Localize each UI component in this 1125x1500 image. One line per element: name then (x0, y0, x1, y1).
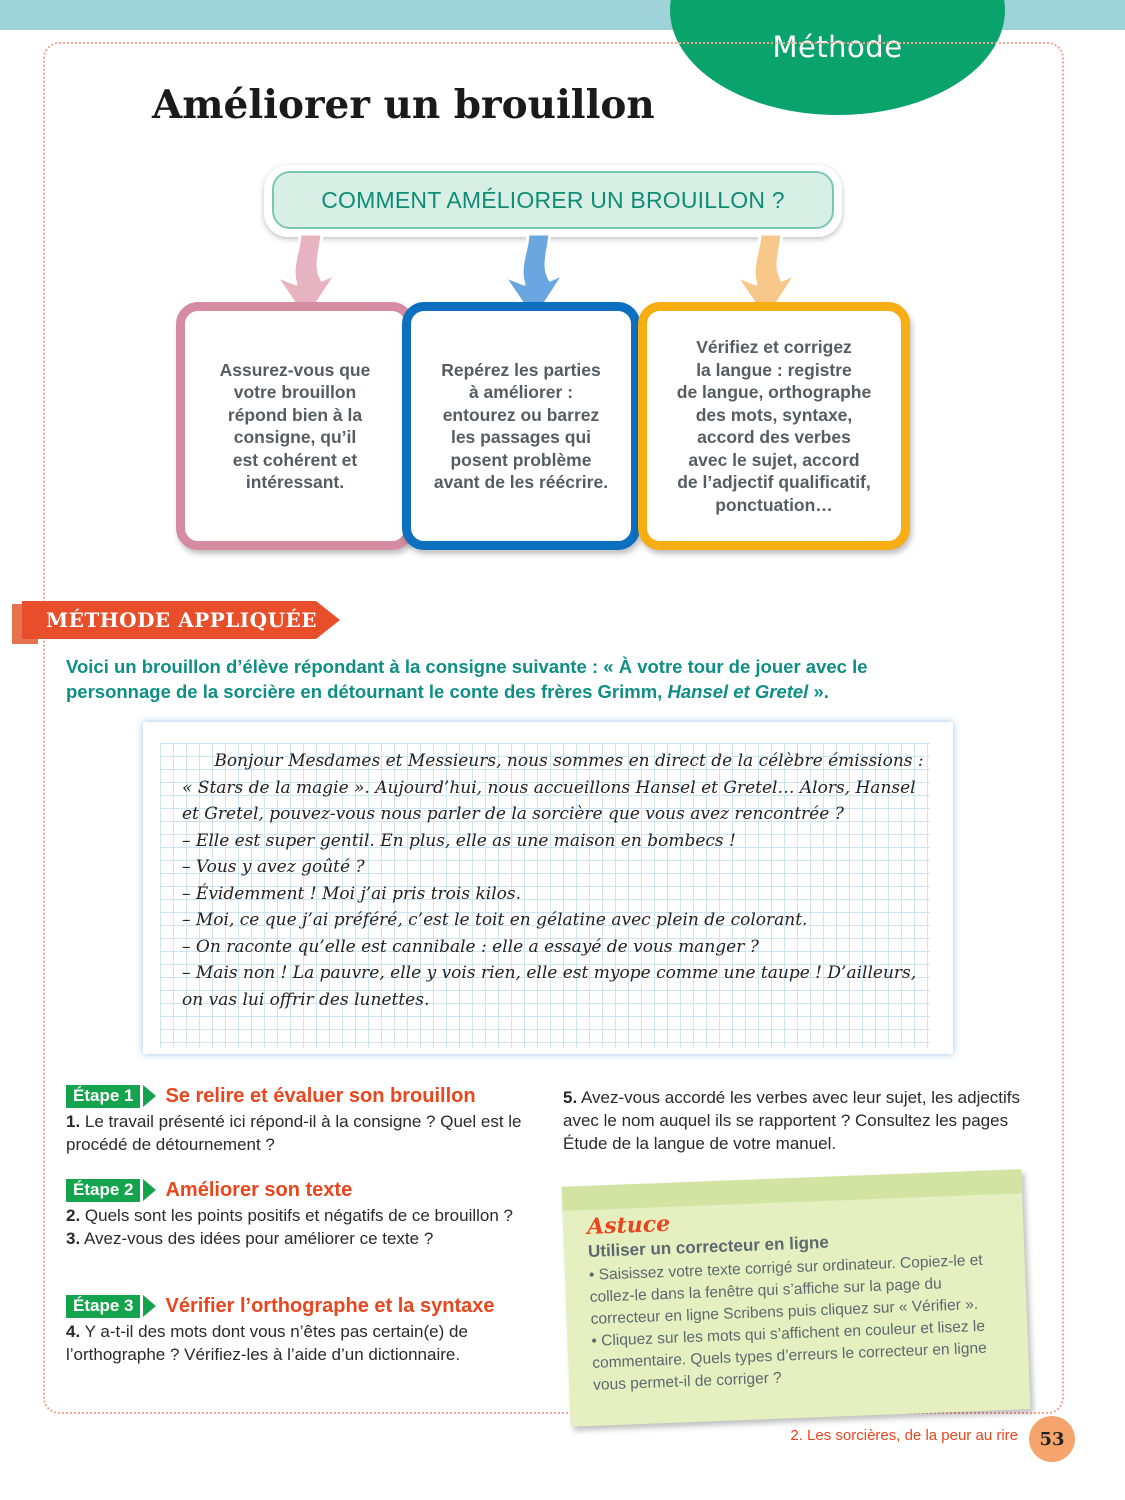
step-3-title: Vérifier l’orthographe et la syntaxe (165, 1294, 495, 1317)
instructions-intro: Voici un brouillon d’élève répondant à l… (66, 654, 916, 704)
step-1: Étape 1 Se relire et évaluer son brouill… (66, 1084, 546, 1156)
page-number: 53 (1029, 1416, 1075, 1462)
intro-end: ». (808, 681, 829, 702)
student-draft: Bonjour Mesdames et Messieurs, nous somm… (182, 748, 924, 1013)
question-3: 3. Avez-vous des idées pour améliorer ce… (66, 1229, 434, 1248)
tip-note: Astuce Utiliser un correcteur en ligne •… (561, 1169, 1031, 1427)
question-text: COMMENT AMÉLIORER UN BROUILLON ? (272, 171, 834, 229)
card-relevance-text: Assurez-vous que votre brouillon répond … (219, 359, 371, 493)
draft-line: – Évidemment ! Moi j’ai pris trois kilos… (182, 883, 522, 904)
grid-paper (160, 743, 930, 1048)
step-arrow-icon (143, 1085, 157, 1107)
card-identify: Repérez les parties à améliorer : entour… (402, 302, 640, 550)
step-2: Étape 2 Améliorer son texte 2. Quels son… (66, 1178, 546, 1250)
tale-title: Hansel et Gretel (667, 681, 809, 702)
arrow-down-pink-icon (274, 232, 338, 322)
arrow-down-blue-icon (502, 232, 566, 322)
step-2-badge: Étape 2 (66, 1178, 141, 1202)
draft-line: Bonjour Mesdames et Messieurs, nous somm… (182, 751, 924, 771)
draft-line: – Elle est super gentil. En plus, elle a… (182, 830, 736, 851)
step-1-title: Se relire et évaluer son brouillon (165, 1084, 476, 1107)
card-identify-text: Repérez les parties à améliorer : entour… (433, 359, 609, 493)
draft-line: – On raconte qu’elle est cannibale : ell… (182, 936, 759, 957)
draft-line: et Gretel, pouvez-vous nous parler de la… (182, 804, 844, 824)
step-2-title: Améliorer son texte (165, 1178, 353, 1201)
card-language-text: Vérifiez et corrigez la langue : registr… (676, 337, 872, 515)
applied-method-banner: MÉTHODE APPLIQUÉE (22, 601, 340, 639)
question-1: 1. Le travail présenté ici répond-il à l… (66, 1112, 522, 1154)
draft-line: – Moi, ce que j’ai préféré, c’est le toi… (182, 910, 808, 930)
question-4: 4. Y a-t-il des mots dont vous n’êtes pa… (66, 1322, 468, 1364)
draft-line: « Stars de la magie ». Aujourd’hui, nous… (182, 777, 916, 798)
chapter-title: 2. Les sorcières, de la peur au rire (790, 1427, 1018, 1444)
page-frame (43, 42, 1064, 1414)
draft-line: – Mais non ! La pauvre, elle y vois rien… (182, 963, 917, 983)
card-relevance: Assurez-vous que votre brouillon répond … (176, 302, 414, 550)
question-box: COMMENT AMÉLIORER UN BROUILLON ? (264, 165, 842, 237)
step-3-badge: Étape 3 (66, 1294, 141, 1318)
step-arrow-icon (143, 1179, 157, 1201)
draft-line: – Vous y avez goûté ? (182, 857, 365, 877)
draft-line: on vas lui offrir des lunettes. (182, 989, 430, 1010)
method-tab-label: Méthode (772, 30, 903, 64)
step-1-badge: Étape 1 (66, 1084, 141, 1108)
arrow-down-yellow-icon (734, 232, 798, 322)
card-language: Vérifiez et corrigez la langue : registr… (638, 302, 910, 550)
step-3: Étape 3 Vérifier l’orthographe et la syn… (66, 1294, 546, 1366)
question-5: 5. Avez-vous accordé les verbes avec leu… (563, 1088, 1021, 1153)
intro-text: Voici un brouillon d’élève répondant à l… (66, 656, 868, 702)
step-arrow-icon (143, 1295, 157, 1317)
page-title: Améliorer un brouillon (152, 82, 655, 128)
question-2: 2. Quels sont les points positifs et nég… (66, 1206, 513, 1225)
